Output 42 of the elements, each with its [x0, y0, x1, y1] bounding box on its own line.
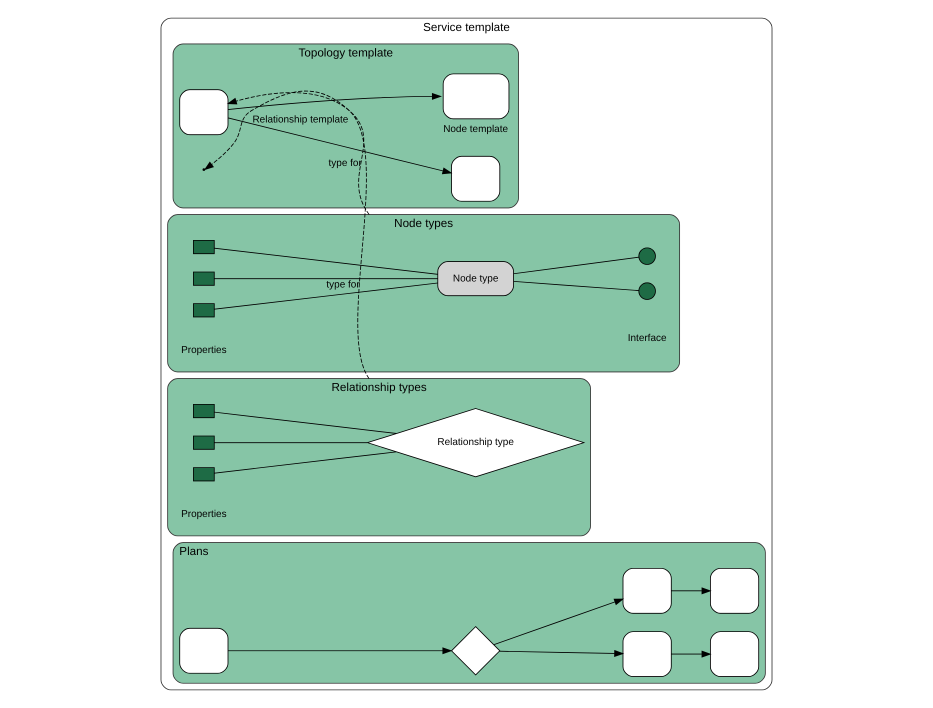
node-box — [193, 467, 215, 482]
arrow — [228, 92, 442, 110]
node-box — [193, 272, 215, 286]
connector — [513, 256, 640, 274]
node-diamond — [450, 626, 500, 676]
node-box — [179, 628, 228, 674]
arrow — [671, 650, 712, 658]
node-box — [710, 631, 760, 677]
cluster: Plans — [172, 542, 766, 684]
node-box — [622, 568, 672, 614]
label: Interface — [628, 333, 667, 344]
arrow — [228, 647, 452, 654]
label: Properties — [181, 344, 227, 356]
node-box — [710, 568, 760, 614]
connector — [214, 451, 397, 474]
node-box — [179, 89, 228, 136]
node-box — [193, 240, 215, 254]
node-label: Node template — [443, 124, 508, 135]
edge-label: type for — [328, 158, 362, 170]
arrow — [204, 90, 370, 379]
node-box — [193, 436, 215, 450]
edge-label: Relationship template — [252, 114, 348, 126]
node-box — [193, 303, 215, 318]
node-box: Node type — [437, 261, 514, 296]
connector — [214, 278, 438, 280]
node-box — [451, 156, 500, 202]
arrow — [228, 118, 452, 174]
node-circle — [638, 282, 656, 300]
node-box — [622, 631, 672, 677]
node-circle — [638, 247, 656, 265]
arrow — [494, 598, 624, 645]
connector — [214, 412, 397, 434]
connector — [214, 282, 438, 310]
connector — [214, 248, 438, 275]
node-box — [193, 404, 215, 418]
connector — [214, 442, 368, 444]
arrow — [226, 92, 370, 215]
connector — [513, 280, 640, 291]
node-diamond: Relationship type — [366, 408, 586, 478]
label: Properties — [181, 508, 227, 520]
arrow — [671, 587, 712, 594]
arrow — [498, 650, 624, 657]
